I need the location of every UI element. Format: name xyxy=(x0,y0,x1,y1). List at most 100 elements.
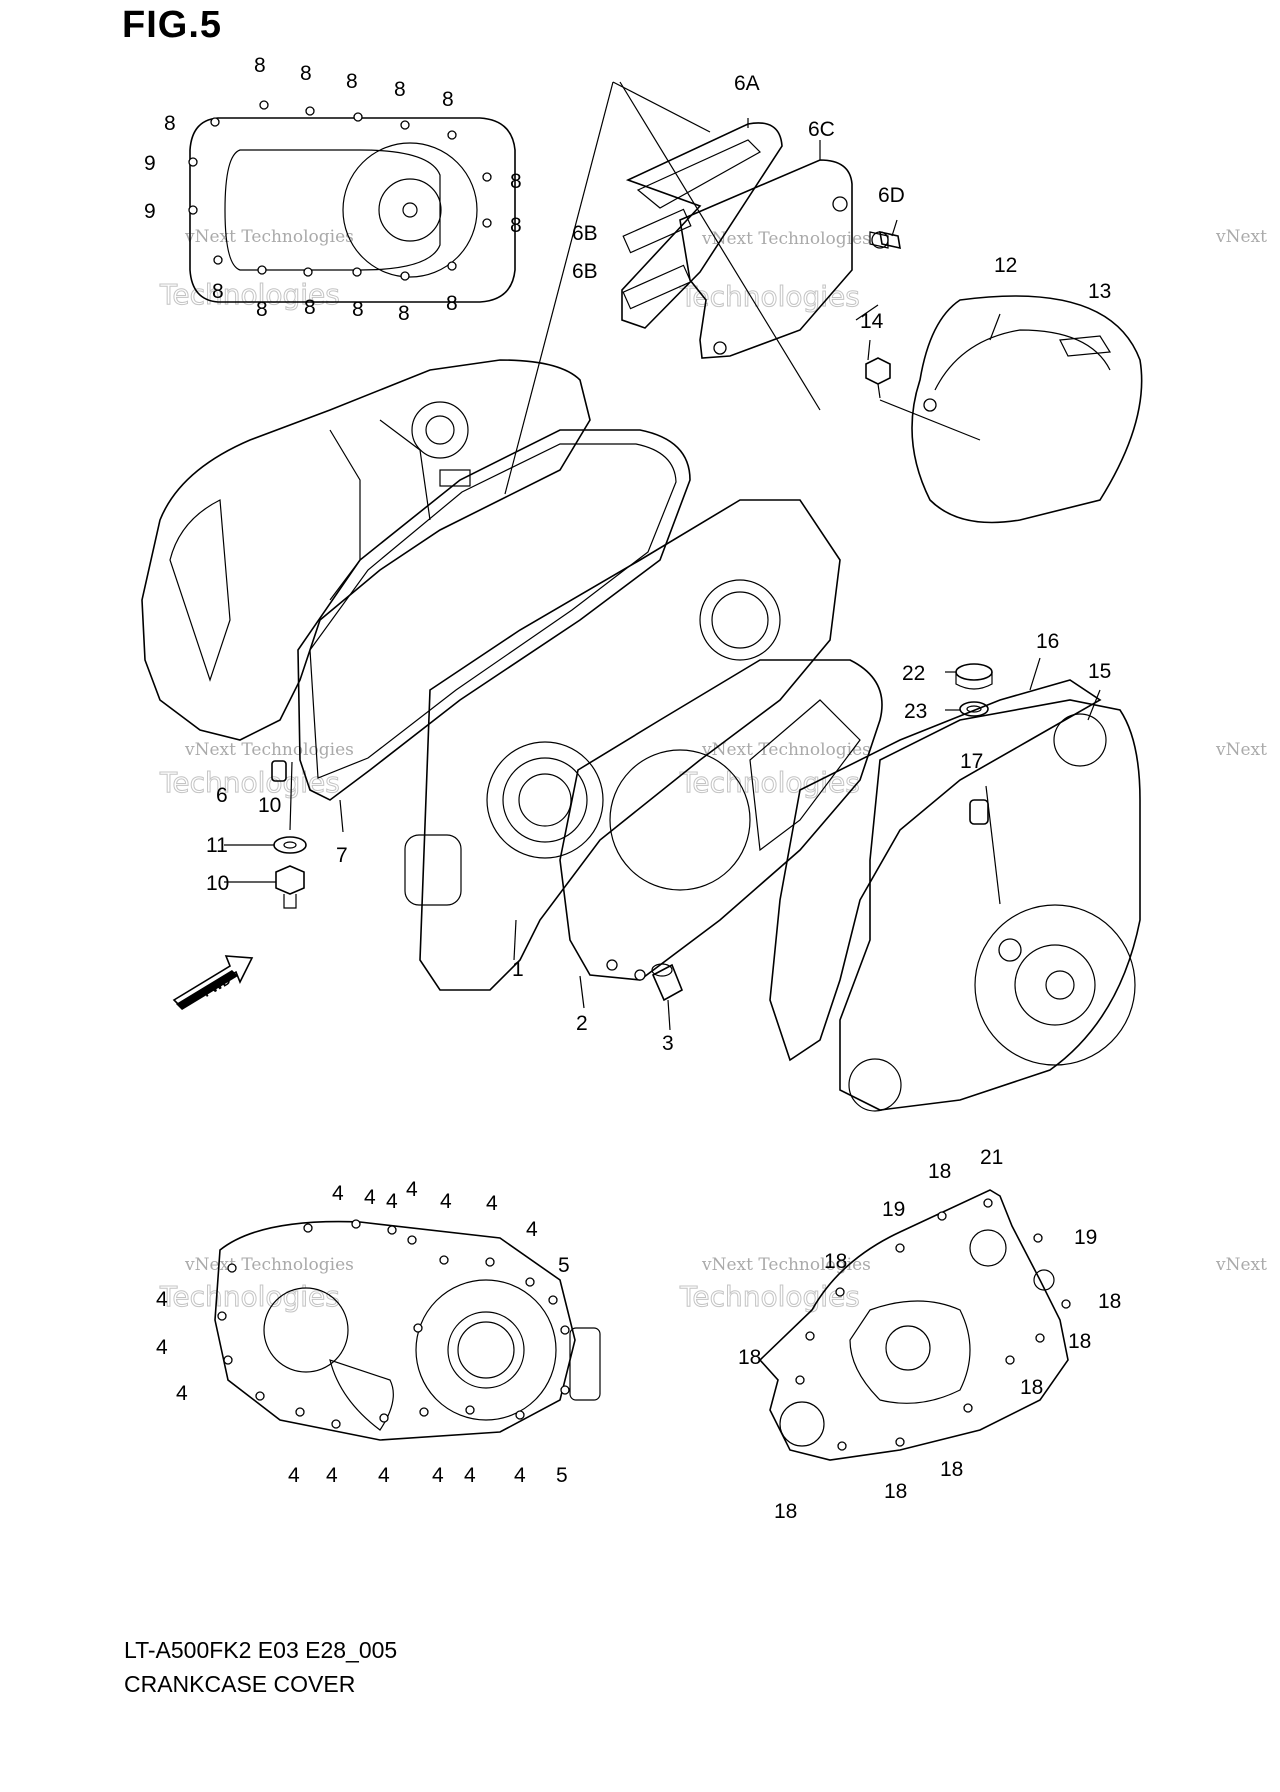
callout-4: 4 xyxy=(464,1464,476,1487)
callout-8: 8 xyxy=(300,62,312,85)
callout-4: 4 xyxy=(176,1382,188,1405)
callout-19: 18 xyxy=(1098,1290,1121,1313)
leader-lines xyxy=(224,81,1101,1031)
callout-7: 7 xyxy=(336,844,348,867)
callout-3: 3 xyxy=(662,1032,674,1055)
callout-8: 8 xyxy=(256,298,268,321)
callout-8: 8 xyxy=(254,54,266,77)
watermark-text: vNext Technologies xyxy=(701,740,871,760)
callout-19: 18 xyxy=(928,1160,951,1183)
watermark-text: vNext Technologies xyxy=(701,229,871,249)
clutch-cover-outer-detail xyxy=(188,100,516,303)
watermark-outline: Technologies xyxy=(159,766,340,799)
crankcase-cover-detail-bottom xyxy=(214,1219,601,1441)
callout-22: 22 xyxy=(902,662,925,685)
callout-6c: 6C xyxy=(808,118,835,141)
washer-12 xyxy=(273,836,307,854)
section-name-label: CRANKCASE COVER xyxy=(124,1671,356,1697)
callout-4: 4 xyxy=(486,1192,498,1215)
dowel-18 xyxy=(969,799,989,825)
callout-19: 18 xyxy=(774,1500,797,1523)
callout-20: 19 xyxy=(882,1198,905,1221)
plug-22 xyxy=(955,663,993,690)
callout-4: 4 xyxy=(406,1178,418,1201)
figure-title: FIG.5 xyxy=(122,4,223,46)
gasket-2 xyxy=(559,659,883,981)
generator-cover-16 xyxy=(839,699,1141,1112)
callout-4: 4 xyxy=(156,1288,168,1311)
crankcase-cover-part-1 xyxy=(404,499,841,991)
watermark-outline: Technologies xyxy=(679,1280,860,1313)
callout-17: 16 xyxy=(1036,630,1059,653)
bolt-holes xyxy=(795,1198,1071,1451)
callout-4: 4 xyxy=(364,1186,376,1209)
callout-21: 21 xyxy=(980,1146,1003,1169)
callout-19: 18 xyxy=(738,1346,761,1369)
bracket-6c xyxy=(679,159,889,359)
watermark-outline: Technologies xyxy=(679,766,860,799)
callout-8: 8 xyxy=(164,112,176,135)
watermark-right-edge: vNext vNext vNext xyxy=(1215,227,1267,1275)
gasket-17 xyxy=(769,679,1102,1062)
callout-2: 2 xyxy=(576,1012,588,1035)
callout-8: 8 xyxy=(442,88,454,111)
callout-4: 4 xyxy=(288,1464,300,1487)
watermark-bottom-left: vNext Technologies Technologies xyxy=(159,1255,354,1314)
small-parts xyxy=(271,230,993,909)
bolt-holes xyxy=(188,100,492,281)
callout-4: 4 xyxy=(440,1190,452,1213)
callout-20: 19 xyxy=(1074,1226,1097,1249)
callout-6b: 6B xyxy=(572,260,598,283)
callout-19: 18 xyxy=(1020,1376,1043,1399)
callout-6d: 6D xyxy=(878,184,905,207)
gasket-7 xyxy=(297,429,691,801)
crankcase-cover-left xyxy=(141,359,591,741)
callout-23: 23 xyxy=(904,700,927,723)
callout-15: 14 xyxy=(860,310,884,333)
watermark-mid-left: vNext Technologies Technologies xyxy=(159,740,354,800)
callout-4: 4 xyxy=(514,1464,526,1487)
dowel-pin-3 xyxy=(651,963,684,1002)
callout-19: 18 xyxy=(824,1250,847,1273)
callout-12: 11 xyxy=(206,834,228,857)
callout-8: 8 xyxy=(510,170,522,193)
watermark-outline: Technologies xyxy=(679,280,860,313)
callout-5: 5 xyxy=(556,1464,568,1487)
callout-4: 4 xyxy=(386,1190,398,1213)
callout-8: 8 xyxy=(212,280,224,303)
fwd-arrow-icon: FWD xyxy=(172,955,254,1010)
watermark-text: vNext xyxy=(1215,1255,1267,1275)
callout-4: 4 xyxy=(156,1336,168,1359)
watermark-outline: Technologies xyxy=(159,1280,340,1313)
callout-9: 9 xyxy=(144,200,156,223)
bolt-11 xyxy=(275,865,305,909)
callout-10: 10 xyxy=(258,794,281,817)
callout-4: 4 xyxy=(378,1464,390,1487)
callout-19: 18 xyxy=(940,1458,963,1481)
callout-13: 12 xyxy=(994,254,1017,277)
callout-1: 1 xyxy=(512,958,524,981)
watermark-text: vNext Technologies xyxy=(184,1255,354,1275)
magneto-cover-13 xyxy=(911,295,1143,524)
o-ring-23 xyxy=(959,701,989,717)
callout-6: 6 xyxy=(216,784,228,807)
callout-6b: 6B xyxy=(572,222,598,245)
callout-19: 18 xyxy=(1068,1330,1091,1353)
generator-cover-detail-bottom xyxy=(758,1189,1071,1461)
callout-labels: 8 8 8 8 8 8 8 8 9 9 8 8 8 8 8 8 6A 6C 6D… xyxy=(144,54,1121,1523)
callout-6a: 6A xyxy=(734,72,760,95)
callout-8: 8 xyxy=(398,302,410,325)
watermark-text: vNext Technologies xyxy=(184,227,354,247)
watermark-bottom-center: vNext Technologies Technologies xyxy=(679,1255,871,1314)
dowel-10 xyxy=(271,760,287,782)
callout-11: 10 xyxy=(206,872,229,895)
callout-4: 4 xyxy=(526,1218,538,1241)
watermark-top-mid: vNext Technologies Technologies xyxy=(679,229,871,314)
callout-19: 18 xyxy=(884,1480,907,1503)
watermark-text: vNext Technologies xyxy=(184,740,354,760)
bolt-15 xyxy=(865,357,891,399)
callout-8: 8 xyxy=(394,78,406,101)
callout-5: 5 xyxy=(558,1254,570,1277)
callout-14: 13 xyxy=(1088,280,1111,303)
